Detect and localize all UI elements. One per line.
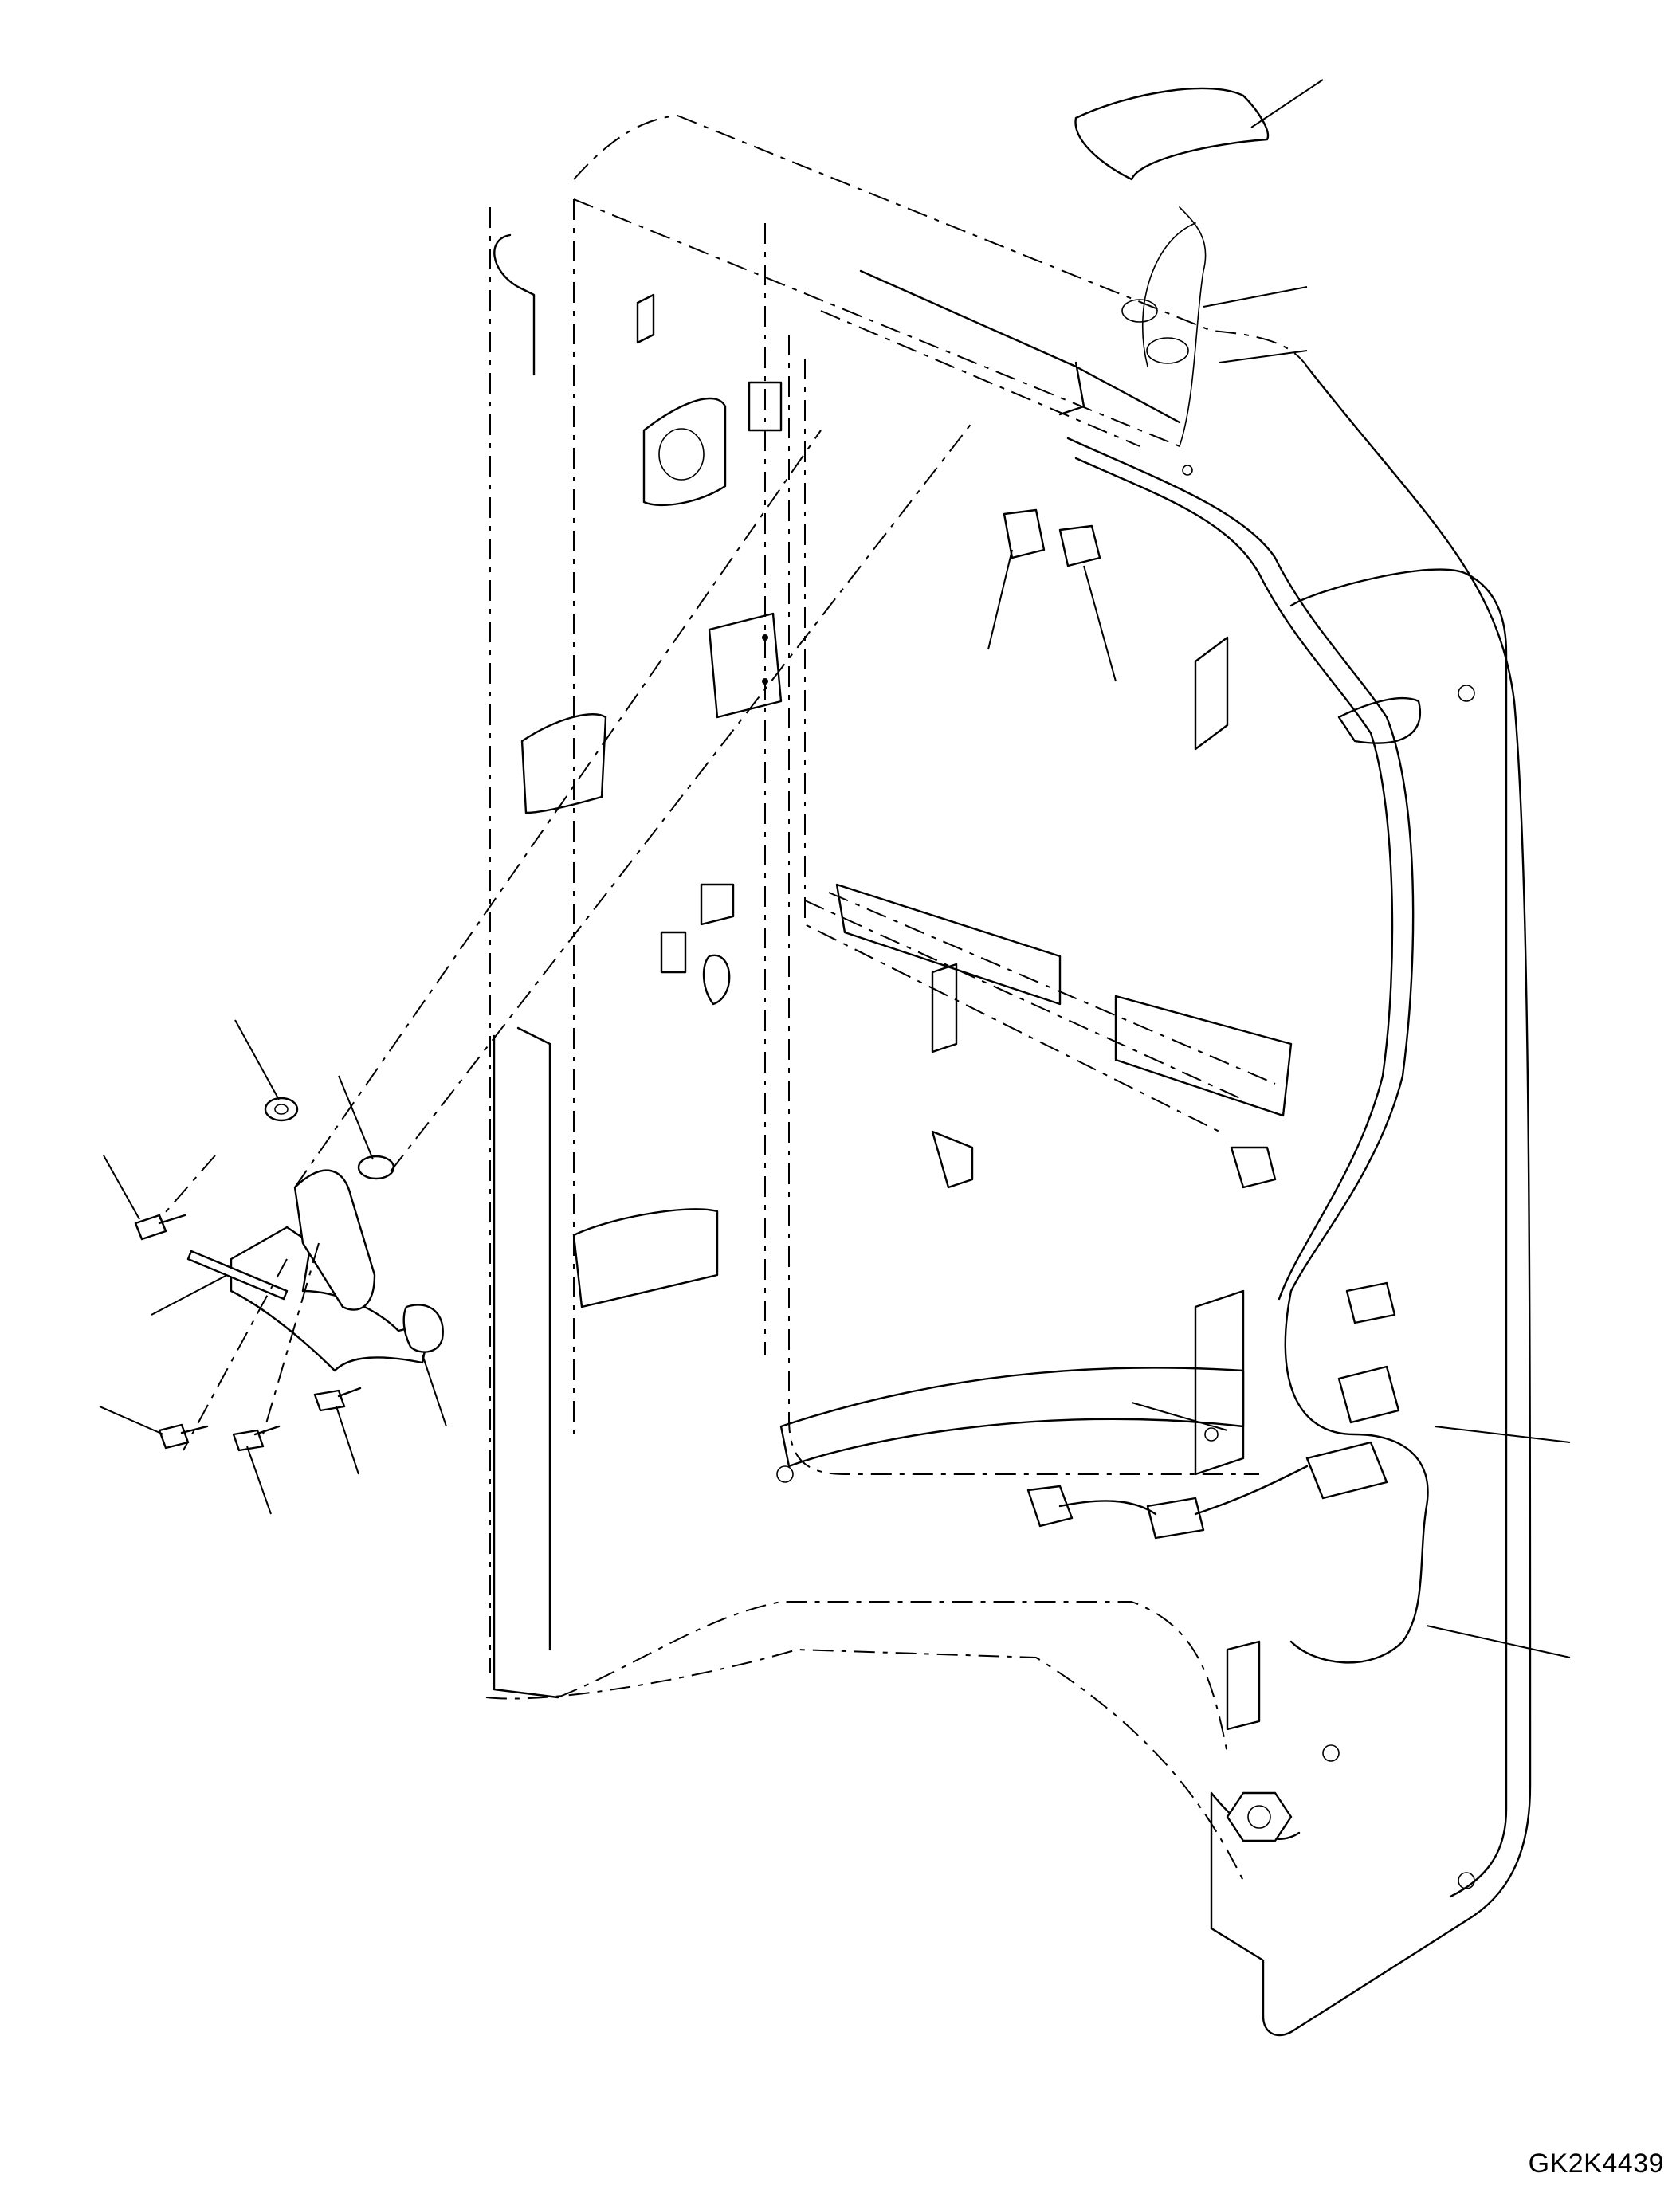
decal-label — [1074, 87, 1270, 181]
leader-lines — [99, 79, 1571, 1658]
cab-frame — [485, 114, 1532, 2037]
bolt-upper-left — [134, 1214, 186, 1241]
wire-harness — [1003, 206, 1429, 1664]
bolt-lower-right — [313, 1387, 362, 1412]
bolt-lower-center — [232, 1425, 281, 1452]
figure-code: GK2K4439 — [1528, 2148, 1664, 2179]
hinge-assembly — [134, 422, 973, 1452]
bolt-lower-left — [158, 1423, 209, 1450]
